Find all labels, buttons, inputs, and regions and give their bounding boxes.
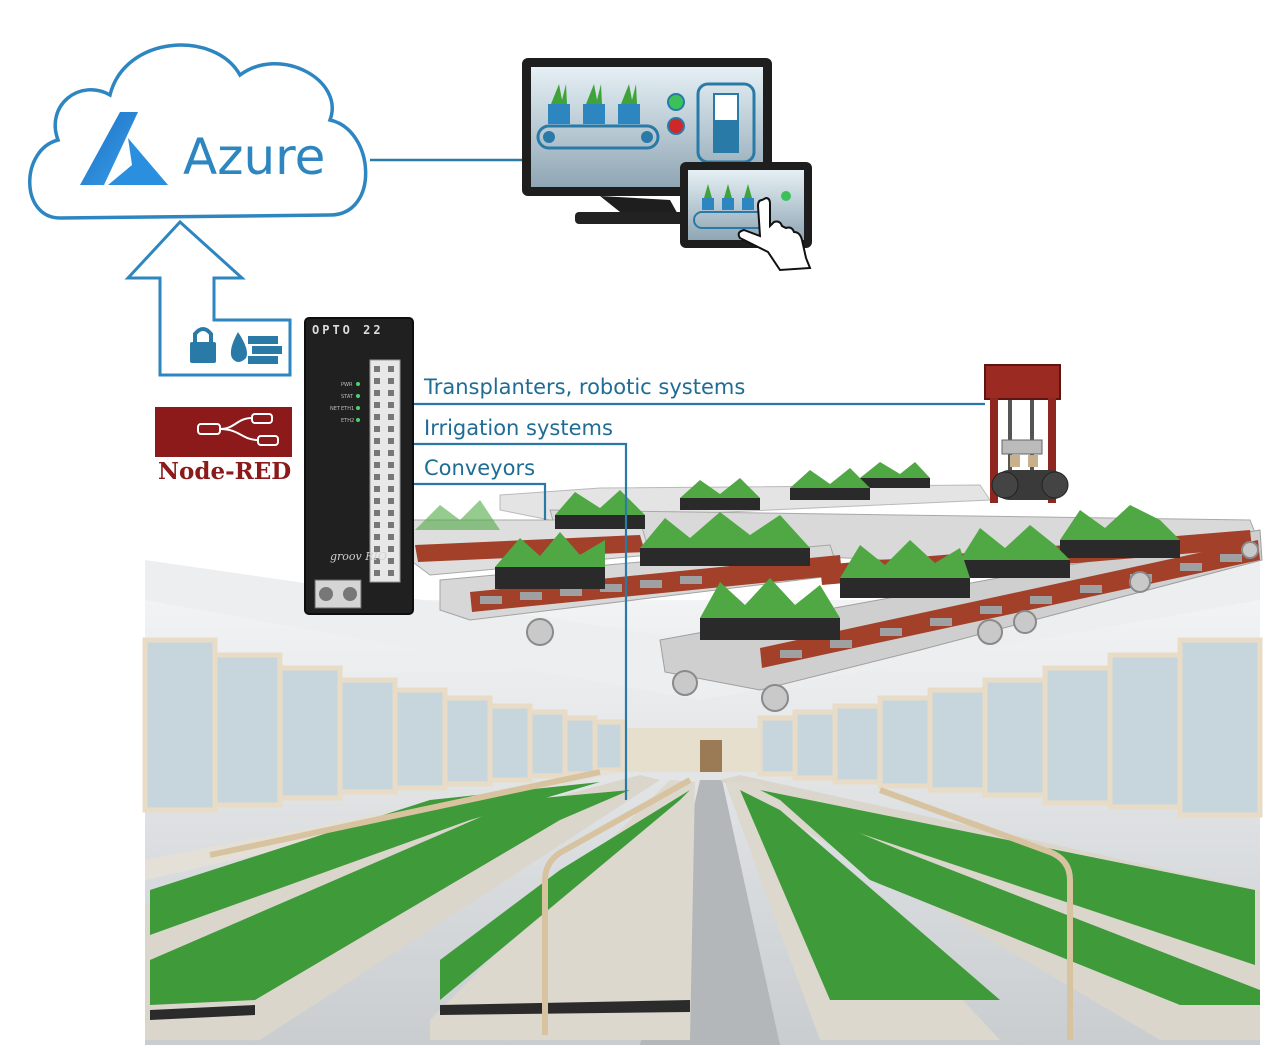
security-icons — [190, 327, 282, 364]
svg-text:ETH1: ETH1 — [341, 406, 354, 412]
water-drop-icon — [230, 332, 247, 362]
cloud-outline — [28, 43, 368, 220]
conveyor-connection-line — [402, 482, 547, 520]
svg-text:ETH2: ETH2 — [341, 418, 354, 424]
firewall-icon — [248, 336, 282, 364]
hmi-monitor — [522, 58, 772, 224]
svg-text:STAT: STAT — [341, 394, 354, 400]
status-light-green — [667, 93, 685, 111]
irrigation-label: Irrigation systems — [424, 416, 613, 440]
hmi-tablet — [680, 162, 812, 272]
azure-wordmark: Azure — [183, 128, 326, 186]
led-labels: PWR STAT NET ETH1 ETH2 — [330, 382, 354, 424]
azure-cloud — [28, 43, 368, 377]
bench-rails — [209, 769, 1073, 1040]
hand-pointer-icon — [737, 196, 812, 272]
status-leds — [356, 382, 360, 422]
right-benches — [720, 775, 1260, 1040]
left-bench-plants — [150, 782, 690, 1005]
upload-arrow-icon — [124, 219, 292, 377]
svg-text:NET: NET — [330, 406, 341, 412]
nodered-logo — [155, 407, 292, 457]
groov-rio-controller: PWR STAT NET ETH1 ETH2 groov RIO — [304, 317, 414, 615]
robotic-gantry — [984, 364, 1069, 503]
nodered-label: Node-RED — [158, 458, 292, 485]
connection-lines — [370, 158, 985, 800]
irrigation-connection-line — [402, 442, 628, 800]
conveyor-system — [409, 364, 1263, 712]
status-light-red — [667, 117, 685, 135]
svg-text:PWR: PWR — [341, 382, 353, 388]
left-wall-windows — [142, 637, 626, 813]
right-wall-windows — [757, 637, 1263, 818]
conveyors-label: Conveyors — [424, 456, 536, 480]
seedling-trays — [415, 462, 1180, 640]
azure-logo-icon — [80, 112, 168, 185]
transplanters-label: Transplanters, robotic systems — [424, 375, 746, 399]
left-benches — [145, 770, 695, 1040]
right-bench-plants — [740, 790, 1260, 1005]
lock-icon — [190, 327, 216, 363]
opto22-brand: OPTO 22 — [312, 323, 384, 337]
conveyor-wheels — [526, 541, 1259, 712]
groov-rio-logo: groov RIO — [330, 550, 387, 563]
